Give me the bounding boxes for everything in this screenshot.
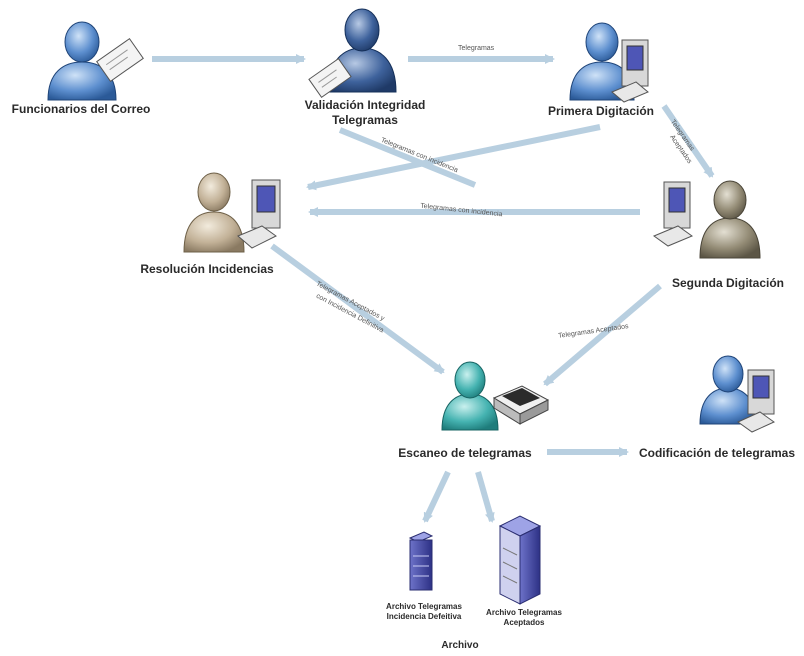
label-validacion-line2: Telegramas — [332, 113, 398, 127]
label-archivo-incidencia-line2: Incidencia Defeitiva — [386, 612, 462, 621]
person-icon-segunda — [699, 180, 761, 259]
label-escaneo: Escaneo de telegramas — [398, 446, 532, 460]
label-primera: Primera Digitación — [547, 104, 655, 118]
scanner-icon — [492, 385, 550, 425]
arrow-resolucion-to-escaneo — [270, 243, 445, 375]
arrow-primera-to-segunda — [661, 104, 715, 178]
arrow-segunda-to-escaneo — [543, 283, 662, 387]
label-resolucion: Resolución Incidencias — [140, 262, 274, 276]
label-archivo-aceptados-line2: Aceptados — [503, 618, 545, 627]
label-segunda: Segunda Digitación — [671, 276, 784, 290]
edge-label-val-to-primera: Telegramas — [458, 45, 495, 52]
arrow-escaneo-to-archivo-aceptados — [475, 471, 495, 523]
label-archivo-incidencia-line1: Archivo Telegramas — [386, 602, 462, 611]
person-icon-funcionarios — [47, 21, 117, 101]
label-codificacion: Codificación de telegramas — [638, 446, 796, 460]
server-icon-incidencia — [408, 531, 434, 591]
document-icon-validacion — [308, 57, 352, 99]
arrow-validacion-to-resolucion — [338, 127, 477, 188]
label-validacion-line1: Validación Integridad — [304, 98, 426, 112]
person-icon-resolucion — [183, 172, 245, 253]
server-icon-aceptados — [498, 515, 542, 605]
computer-icon-primera — [611, 39, 649, 103]
label-archivo-aceptados-line1: Archivo Telegramas — [486, 608, 562, 617]
person-icon-escaneo — [441, 361, 499, 431]
computer-icon-codificacion — [737, 369, 775, 433]
arrow-primera-to-resolucion — [306, 124, 601, 191]
person-icon-codificacion — [699, 355, 757, 425]
computer-icon-segunda — [652, 181, 694, 247]
arrow-escaneo-to-archivo-incidencia — [422, 470, 451, 523]
document-icon-funcionarios — [96, 38, 144, 82]
arrows — [152, 54, 715, 523]
computer-icon-resolucion — [237, 179, 281, 249]
label-funcionarios: Funcionarios del Correo — [11, 102, 151, 116]
label-archivo: Archivo — [441, 640, 479, 651]
